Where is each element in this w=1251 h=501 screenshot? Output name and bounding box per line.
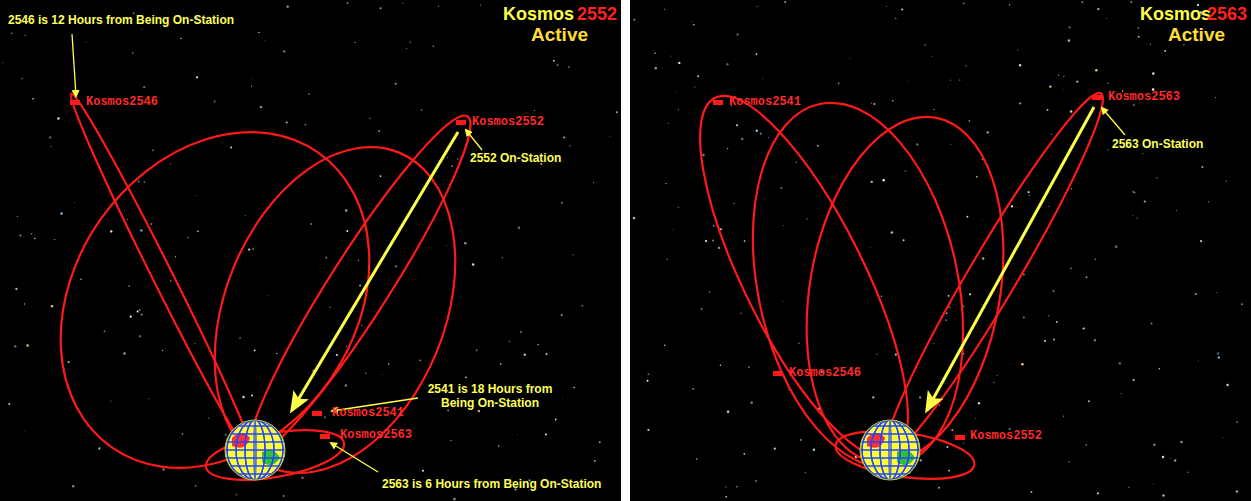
satellite-label: Kosmos2541: [332, 407, 404, 421]
satellite-markers: [70, 95, 1102, 440]
space-panel: [630, 0, 1251, 501]
satellite-label: Kosmos2546: [86, 96, 158, 110]
title-number: 2552: [577, 4, 617, 25]
title-number: 2563: [1207, 4, 1247, 25]
satellite-label: Kosmos2546: [789, 367, 861, 381]
satellite-label: Kosmos2563: [340, 429, 412, 443]
status-text: Active: [531, 24, 588, 46]
annotation: 2563 On-Station: [1112, 138, 1203, 152]
direction-arrow: [927, 107, 1094, 410]
satellite-label: Kosmos2552: [472, 116, 544, 130]
leader-arrows: [72, 34, 1125, 472]
orbit-lines: [661, 71, 1121, 487]
orbit-lines: [0, 72, 501, 501]
annotation: 2541 is 18 Hours from Being On-Station: [420, 383, 560, 411]
direction-arrow: [292, 132, 458, 410]
annotation: 2546 is 12 Hours from Being On-Station: [8, 14, 234, 28]
status-text: Active: [1168, 24, 1225, 46]
title-word: Kosmos: [1140, 4, 1211, 25]
satellite-label: Kosmos2552: [970, 430, 1042, 444]
space-panel: [0, 0, 621, 501]
satellite-label: Kosmos2541: [729, 96, 801, 110]
annotation: 2563 is 6 Hours from Being On-Station: [382, 478, 601, 492]
earth-globe: [858, 420, 922, 480]
title-word: Kosmos: [503, 4, 574, 25]
earth-globe: [223, 420, 287, 480]
annotation: 2552 On-Station: [470, 152, 561, 166]
satellite-label: Kosmos2563: [1108, 91, 1180, 105]
